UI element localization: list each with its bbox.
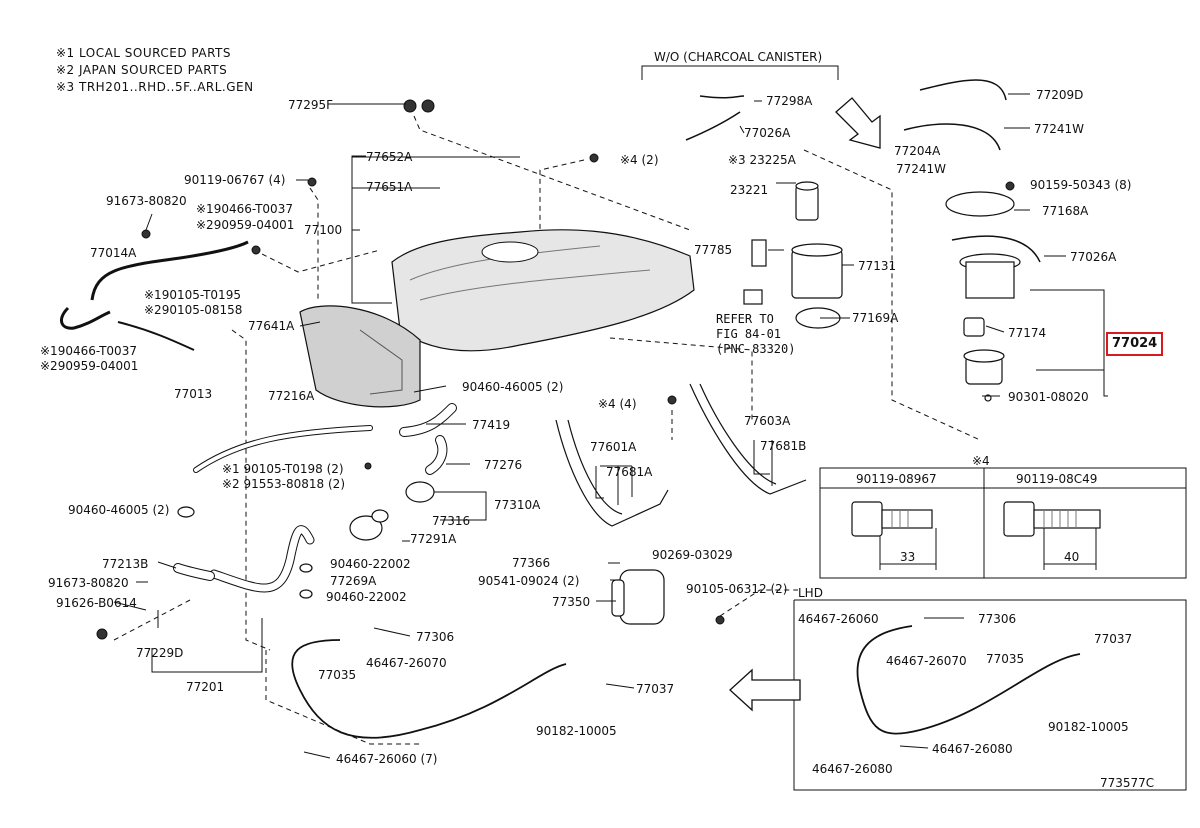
label-77024-highlighted[interactable]: 77024 <box>1106 332 1164 356</box>
bolt-right-part[interactable]: 90119-08C49 <box>1016 472 1098 486</box>
label-77014A[interactable]: 77014A <box>90 246 137 260</box>
label-77785[interactable]: 77785 <box>694 243 733 257</box>
label-77204A[interactable]: 77204A <box>894 144 941 158</box>
label-77026A-bottom[interactable]: 77026A <box>1070 250 1117 264</box>
label-77241W-top[interactable]: 77241W <box>1034 122 1085 136</box>
bolt-left-part[interactable]: 90119-08967 <box>856 472 937 486</box>
label-46467-26060-lhd[interactable]: 46467-26060 <box>798 612 879 626</box>
label-77306-rhd[interactable]: 77306 <box>416 630 455 644</box>
label-290959-04001-bottom[interactable]: ※290959-04001 <box>40 359 139 373</box>
label-46467-26060-rhd[interactable]: 46467-26060 (7) <box>336 752 438 766</box>
label-91553-80818[interactable]: ※2 91553-80818 (2) <box>222 477 345 491</box>
label-77366[interactable]: 77366 <box>512 556 551 570</box>
section-lhd: LHD <box>798 586 823 600</box>
label-77168A[interactable]: 77168A <box>1042 204 1089 218</box>
label-90159-50343[interactable]: 90159-50343 (8) <box>1030 178 1132 192</box>
label-91673-80820-bottom[interactable]: 91673-80820 <box>48 576 129 590</box>
illustration-code: 773577C <box>1100 776 1155 790</box>
label-46467-26080-right[interactable]: 46467-26080 <box>932 742 1013 756</box>
refer-line-3: (PNC 83320) <box>716 342 796 356</box>
label-90541-09024[interactable]: 90541-09024 (2) <box>478 574 580 588</box>
label-77013[interactable]: 77013 <box>174 387 213 401</box>
label-77213B[interactable]: 77213B <box>102 557 149 571</box>
label-90269-03029[interactable]: 90269-03029 <box>652 548 733 562</box>
label-77651A[interactable]: 77651A <box>366 180 413 194</box>
bolt-right-dim: 40 <box>1064 550 1080 564</box>
label-77295F[interactable]: 77295F <box>288 98 334 112</box>
label-77641A[interactable]: 77641A <box>248 319 295 333</box>
fuel-tank <box>299 229 695 408</box>
label-290959-04001-top[interactable]: ※290959-04001 <box>196 218 295 232</box>
label-77276[interactable]: 77276 <box>484 458 523 472</box>
label-star4-2[interactable]: ※4 (2) <box>620 153 659 167</box>
label-90119-06767[interactable]: 90119-06767 (4) <box>184 173 286 187</box>
label-190105-T0195[interactable]: ※190105-T0195 <box>144 288 241 302</box>
label-77201[interactable]: 77201 <box>186 680 225 694</box>
label-77035-lhd[interactable]: 77035 <box>986 652 1025 666</box>
label-90460-46005-top[interactable]: 90460-46005 (2) <box>462 380 564 394</box>
label-190466-T0037-bottom[interactable]: ※190466-T0037 <box>40 344 137 358</box>
label-77169A[interactable]: 77169A <box>852 311 899 325</box>
refer-line-2: FIG 84-01 <box>716 327 782 341</box>
label-290105-08158[interactable]: ※290105-08158 <box>144 303 243 317</box>
label-23225A[interactable]: ※3 23225A <box>728 153 796 167</box>
label-77241W-bottom[interactable]: 77241W <box>896 162 947 176</box>
label-91626-B0614[interactable]: 91626-B0614 <box>56 596 137 610</box>
label-77419[interactable]: 77419 <box>472 418 511 432</box>
label-90182-10005-rhd[interactable]: 90182-10005 <box>536 724 617 738</box>
label-90182-10005-lhd[interactable]: 90182-10005 <box>1048 720 1129 734</box>
label-77601A[interactable]: 77601A <box>590 440 637 454</box>
label-77681A[interactable]: 77681A <box>606 465 653 479</box>
label-90460-22002-top[interactable]: 90460-22002 <box>330 557 411 571</box>
label-77035-rhd[interactable]: 77035 <box>318 668 357 682</box>
label-77306-lhd[interactable]: 77306 <box>978 612 1017 626</box>
label-77026A-top[interactable]: 77026A <box>744 126 791 140</box>
label-90460-46005-bottom[interactable]: 90460-46005 (2) <box>68 503 170 517</box>
label-77316[interactable]: 77316 <box>432 514 471 528</box>
label-77603A[interactable]: 77603A <box>744 414 791 428</box>
section-wo-canister: W/O (CHARCOAL CANISTER) <box>654 50 823 64</box>
label-77100[interactable]: 77100 <box>304 223 343 237</box>
label-star4-4[interactable]: ※4 (4) <box>598 397 637 411</box>
label-77131[interactable]: 77131 <box>858 259 897 273</box>
label-91673-80820-top[interactable]: 91673-80820 <box>106 194 187 208</box>
label-46467-26070-lhd[interactable]: 46467-26070 <box>886 654 967 668</box>
label-90105-T0198[interactable]: ※1 90105-T0198 (2) <box>222 462 344 476</box>
refer-line-1: REFER TO <box>716 312 774 326</box>
label-77037-lhd[interactable]: 77037 <box>1094 632 1133 646</box>
bolt-left-dim: 33 <box>900 550 916 564</box>
label-90105-06312[interactable]: 90105-06312 (2) <box>686 582 788 596</box>
label-77298A[interactable]: 77298A <box>766 94 813 108</box>
note-trh201: ※3 TRH201..RHD..5F..ARL.GEN <box>56 80 254 94</box>
label-77350[interactable]: 77350 <box>552 595 591 609</box>
label-77291A[interactable]: 77291A <box>410 532 457 546</box>
label-77037-rhd[interactable]: 77037 <box>636 682 675 696</box>
label-77310A[interactable]: 77310A <box>494 498 541 512</box>
label-77174[interactable]: 77174 <box>1008 326 1047 340</box>
label-77229D[interactable]: 77229D <box>136 646 184 660</box>
label-23221[interactable]: 23221 <box>730 183 769 197</box>
label-190466-T0037-top[interactable]: ※190466-T0037 <box>196 202 293 216</box>
label-77652A[interactable]: 77652A <box>366 150 413 164</box>
label-46467-26080-left[interactable]: 46467-26080 <box>812 762 893 776</box>
label-77209D[interactable]: 77209D <box>1036 88 1084 102</box>
label-77681B[interactable]: 77681B <box>760 439 807 453</box>
label-77216A[interactable]: 77216A <box>268 389 315 403</box>
label-90460-22002-bottom[interactable]: 90460-22002 <box>326 590 407 604</box>
label-90301-08020[interactable]: 90301-08020 <box>1008 390 1089 404</box>
label-77269A[interactable]: 77269A <box>330 574 377 588</box>
note-local-sourced: ※1 LOCAL SOURCED PARTS <box>56 46 231 60</box>
section-detail-star: ※4 <box>972 454 990 468</box>
label-46467-26070-rhd[interactable]: 46467-26070 <box>366 656 447 670</box>
note-japan-sourced: ※2 JAPAN SOURCED PARTS <box>56 63 228 77</box>
